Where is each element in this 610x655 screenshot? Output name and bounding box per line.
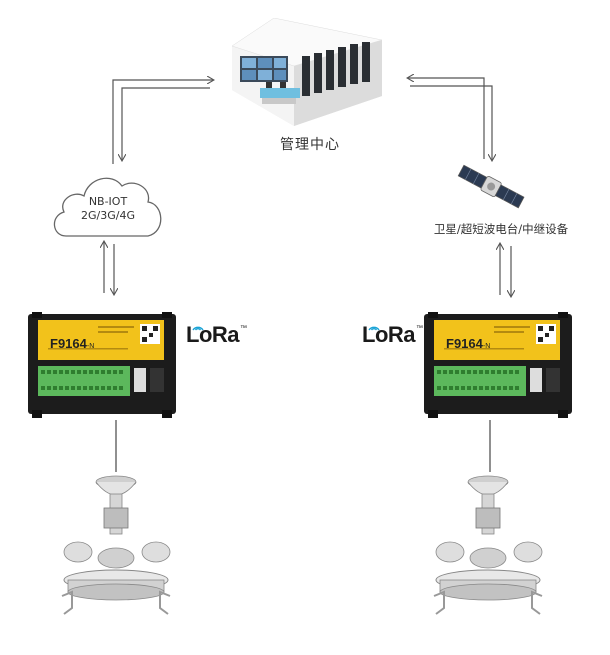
control-room-icon xyxy=(232,18,382,126)
device-body xyxy=(28,312,176,418)
network-line-2: 2G/3G/4G xyxy=(81,209,135,222)
device-model-suffix: -N xyxy=(86,343,95,350)
device-left: F9164-N xyxy=(28,312,176,418)
device-body xyxy=(424,312,572,418)
satellite-icon xyxy=(457,164,525,209)
lora-wave-icon xyxy=(368,326,380,331)
arrow-to-center-right xyxy=(408,78,485,159)
device-model: F9164-N xyxy=(50,336,94,351)
device-model-suffix: -N xyxy=(482,343,491,350)
arrow-to-center-left xyxy=(112,80,213,164)
device-model: F9164-N xyxy=(446,336,490,351)
device-right: F9164-N xyxy=(424,312,572,418)
management-center-label: 管理中心 xyxy=(280,137,340,153)
lora-logo-right: LoRa™ xyxy=(362,322,423,348)
network-line-1: NB-IOT xyxy=(88,195,128,208)
sensor-left-icon xyxy=(61,475,171,615)
lora-logo-left: LoRa™ xyxy=(186,322,247,348)
device-model-number: F9164 xyxy=(50,336,87,351)
cloud-icon xyxy=(53,177,162,237)
lora-wave-icon xyxy=(192,326,204,331)
sensor-right-icon xyxy=(433,475,543,615)
arrow-to-satellite xyxy=(410,85,492,160)
satellite-label: 卫星/超短波电台/中继设备 xyxy=(433,222,569,236)
lora-text: LoRa™ xyxy=(362,322,423,347)
lora-text: LoRa™ xyxy=(186,322,247,347)
device-model-number: F9164 xyxy=(446,336,483,351)
arrow-to-cloud xyxy=(122,87,210,160)
network-label: NB-IOT 2G/3G/4G xyxy=(58,195,158,223)
